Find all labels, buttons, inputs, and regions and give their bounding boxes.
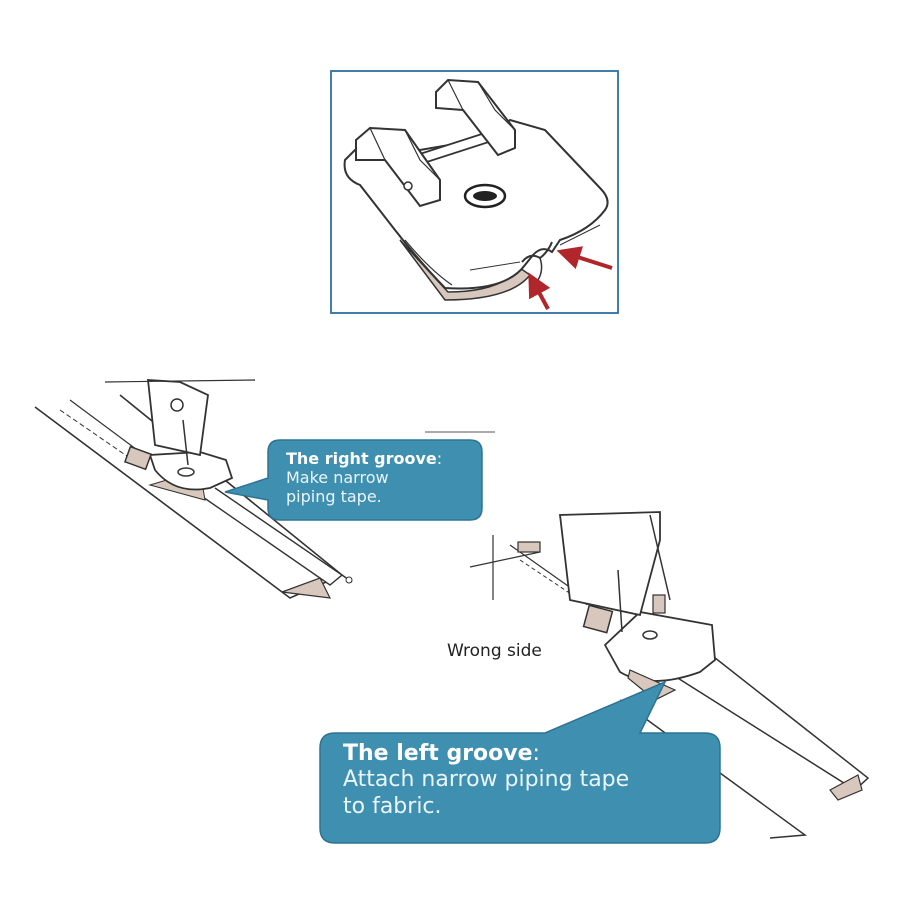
presser-foot-right bbox=[603, 611, 716, 682]
piping-tape-left bbox=[199, 487, 344, 586]
right-groove-callout-text: The right groove: Make narrow piping tap… bbox=[286, 449, 486, 507]
piping-tape-right bbox=[664, 649, 870, 791]
foot-shank-right bbox=[558, 511, 661, 617]
arrow-to-right-groove bbox=[556, 246, 613, 270]
left-groove-callout-text: The left groove: Attach narrow piping ta… bbox=[343, 741, 723, 820]
right-groove-callout bbox=[224, 439, 483, 521]
left-groove-callout bbox=[319, 680, 721, 844]
foot-block-left bbox=[355, 126, 441, 208]
right-groove-desc-line2: piping tape. bbox=[286, 487, 382, 507]
left-groove-colon: : bbox=[532, 741, 540, 766]
right-groove-desc-line1: Make narrow bbox=[286, 468, 389, 488]
left-groove-title: The left groove bbox=[343, 741, 533, 766]
right-groove-title: The right groove bbox=[286, 449, 437, 468]
left-groove-desc-line2: to fabric. bbox=[343, 793, 442, 819]
plate-edge-line bbox=[404, 239, 453, 286]
foot-shank-left bbox=[146, 379, 209, 457]
plate-edge-line-3 bbox=[559, 224, 601, 246]
right-groove-illustration bbox=[34, 379, 495, 599]
plate-edge-line-2 bbox=[469, 261, 521, 271]
left-groove-illustration bbox=[319, 511, 870, 844]
presser-foot-closeup bbox=[330, 70, 619, 314]
needle-hole-inner bbox=[473, 191, 497, 201]
arrow-to-left-groove bbox=[528, 272, 551, 310]
left-groove-desc-line1: Attach narrow piping tape bbox=[343, 767, 630, 793]
foot-block-right bbox=[435, 78, 516, 157]
block-screw-hole bbox=[403, 181, 413, 191]
wrong-side-label: Wrong side bbox=[447, 641, 542, 661]
right-groove-colon: : bbox=[436, 449, 443, 468]
